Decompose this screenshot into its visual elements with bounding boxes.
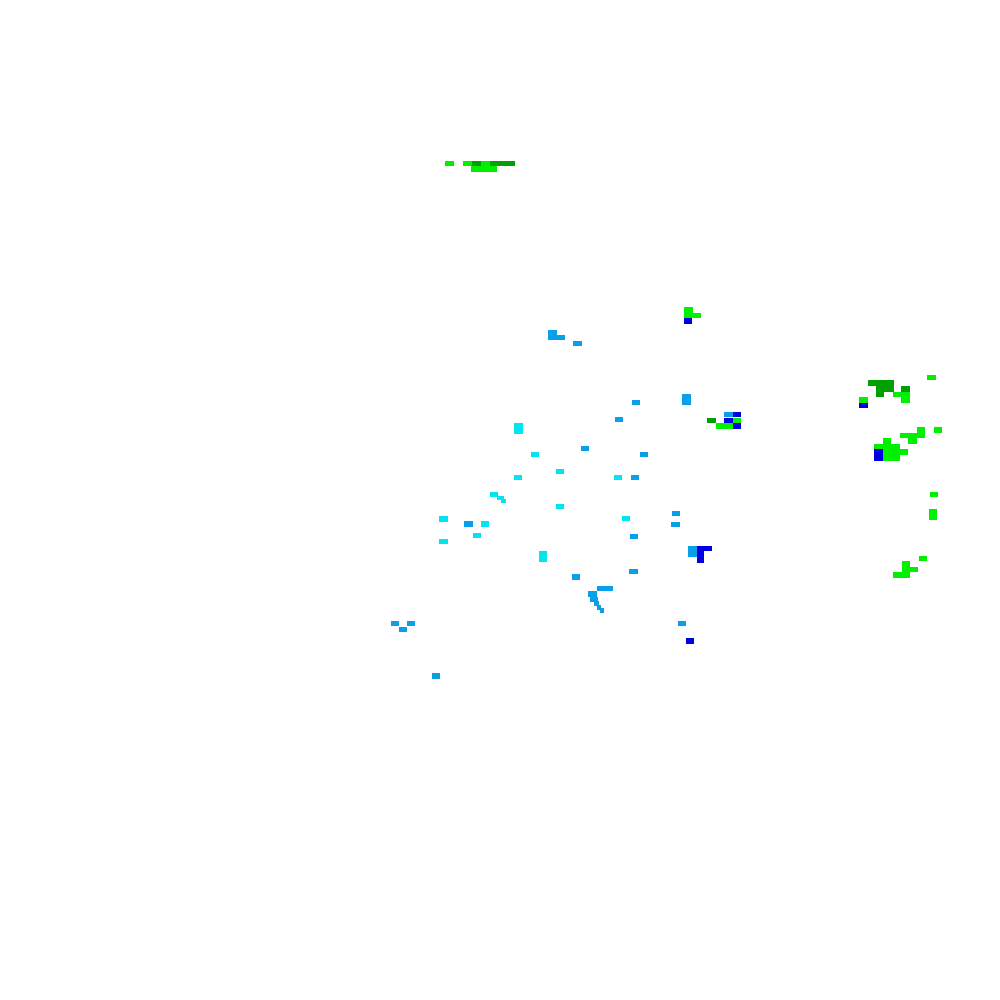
echo-cell-light-blue <box>682 394 691 405</box>
echo-cell-dark-green <box>472 161 481 166</box>
echo-cell-blue <box>724 418 733 423</box>
echo-cell-light-blue <box>597 586 613 591</box>
echo-cell-cyan <box>481 521 489 527</box>
echo-cell-green <box>891 449 908 455</box>
echo-cell-green <box>874 444 900 449</box>
echo-cell-blue <box>697 551 704 557</box>
echo-cell-cyan <box>514 475 522 480</box>
echo-cell-green <box>883 438 891 444</box>
echo-cell-green <box>859 397 868 403</box>
echo-cell-green <box>471 166 497 172</box>
echo-cell-cyan <box>490 492 498 497</box>
echo-cell-light-blue <box>432 673 440 679</box>
echo-cell-green <box>930 492 938 497</box>
echo-cell-light-blue <box>573 341 582 346</box>
echo-cell-light-blue <box>629 569 638 574</box>
echo-cell-blue <box>697 546 712 551</box>
echo-cell-light-blue <box>724 412 733 417</box>
echo-cell-light-blue <box>391 621 399 626</box>
echo-cell-blue <box>874 449 883 455</box>
echo-cell-green <box>883 449 891 455</box>
echo-cell-blue <box>859 403 868 408</box>
echo-cell-green <box>684 307 693 313</box>
echo-cell-green <box>883 455 900 461</box>
echo-cell-green <box>902 567 918 572</box>
echo-cell-blue <box>874 455 883 461</box>
echo-cell-dark-green <box>868 380 894 386</box>
echo-cell-light-blue <box>631 475 639 480</box>
echo-cell-cyan <box>501 499 506 503</box>
echo-cell-green <box>934 427 942 433</box>
echo-cell-light-blue <box>640 452 648 457</box>
echo-cell-cyan <box>539 551 547 562</box>
echo-cell-green <box>716 423 733 429</box>
echo-cell-green <box>893 572 910 578</box>
echo-cell-cyan <box>622 516 630 521</box>
echo-cell-green <box>901 397 910 403</box>
echo-cell-green <box>893 392 910 397</box>
echo-cell-dark-green <box>490 161 515 166</box>
echo-cell-green <box>733 418 741 423</box>
echo-cell-green <box>445 161 454 166</box>
echo-cell-blue <box>733 423 741 429</box>
echo-cell-light-blue <box>600 608 604 613</box>
echo-cell-green <box>463 161 472 166</box>
echo-cell-light-blue <box>678 621 686 626</box>
echo-cell-green <box>929 509 937 520</box>
echo-cell-light-blue <box>407 621 415 626</box>
echo-cell-dark-green <box>876 392 884 397</box>
echo-cell-light-blue <box>615 417 623 422</box>
echo-cell-dark-green <box>876 386 894 392</box>
echo-cell-light-blue <box>399 627 407 632</box>
echo-cell-cyan <box>439 516 448 522</box>
echo-cell-cyan <box>614 475 622 480</box>
echo-cell-blue <box>686 638 694 644</box>
echo-cell-green <box>902 561 910 567</box>
echo-cell-green <box>919 556 927 561</box>
echo-cell-green <box>481 161 490 166</box>
echo-cell-cyan <box>473 533 481 538</box>
echo-cell-light-blue <box>671 522 680 527</box>
echo-cell-light-blue <box>630 534 638 539</box>
echo-cell-light-blue <box>588 591 597 597</box>
echo-cell-blue <box>733 412 741 417</box>
echo-cell-cyan <box>531 452 539 457</box>
echo-cell-light-blue <box>548 330 557 340</box>
echo-cell-light-blue <box>597 605 601 610</box>
echo-cell-green <box>908 438 917 444</box>
echo-cell-light-blue <box>557 335 565 340</box>
echo-cell-green <box>917 427 925 433</box>
echo-cell-light-blue <box>672 511 680 516</box>
echo-cell-light-blue <box>581 446 589 451</box>
echo-cell-light-blue <box>572 574 580 580</box>
echo-cell-cyan <box>556 504 564 509</box>
echo-cell-cyan <box>497 496 504 500</box>
echo-cell-dark-green <box>707 418 716 423</box>
echo-cell-dark-green <box>901 386 910 392</box>
echo-cell-light-blue <box>632 400 640 405</box>
echo-cell-green <box>900 433 925 438</box>
echo-cell-blue <box>684 318 692 324</box>
echo-cell-light-blue <box>594 601 599 606</box>
echo-cell-light-blue <box>688 546 697 557</box>
echo-cell-blue <box>697 557 704 563</box>
echo-cell-cyan <box>556 469 564 474</box>
echo-cell-green <box>684 313 701 318</box>
echo-cell-light-blue <box>590 597 598 602</box>
echo-cell-green <box>927 375 936 380</box>
echo-cell-cyan <box>514 423 523 434</box>
echo-cell-light-blue <box>464 521 473 527</box>
echo-cell-cyan <box>439 539 448 544</box>
